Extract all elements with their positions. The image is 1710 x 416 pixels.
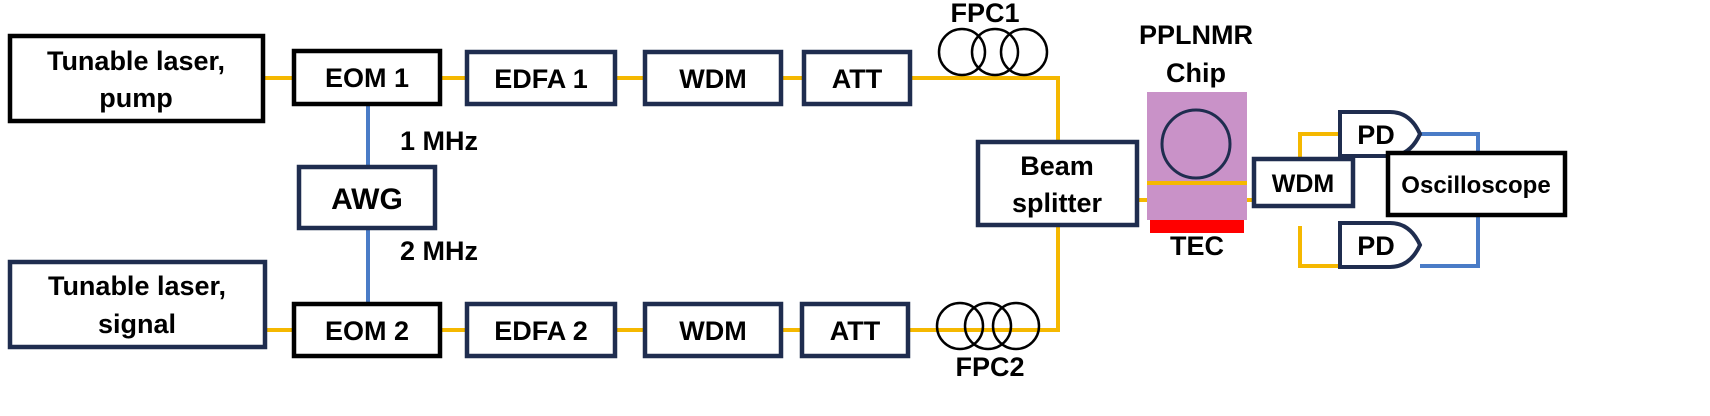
eom2-label: EOM 2	[325, 316, 409, 346]
fpc2-label: FPC2	[955, 352, 1024, 382]
att-top-box: ATT	[801, 49, 913, 107]
att-bottom-box: ATT	[799, 301, 911, 359]
wdm-out-box: WDM	[1251, 156, 1356, 209]
wdm-out-label: WDM	[1272, 170, 1334, 198]
tec-plate	[1150, 220, 1244, 233]
awg-box: AWG	[296, 164, 438, 231]
chip-title-line2: Chip	[1166, 58, 1226, 88]
pd-top: PD	[1338, 110, 1423, 158]
pplnmr-chip	[1147, 92, 1247, 220]
wdm-bottom-label: WDM	[679, 316, 746, 346]
beam-splitter-label-line1: Beam	[1020, 151, 1094, 181]
beam-splitter-box: Beam splitter	[975, 139, 1140, 228]
eom1-label: EOM 1	[325, 63, 409, 93]
wdm-top-box: WDM	[642, 49, 784, 107]
fiber-att-to-beam-splitter	[910, 76, 1060, 142]
pd-top-label: PD	[1357, 120, 1395, 150]
electrical-connections	[366, 104, 1480, 304]
oscilloscope-box: Oscilloscope	[1385, 150, 1568, 218]
signal-pd-top-to-scope	[1420, 132, 1480, 152]
frequency-2mhz-label: 2 MHz	[400, 236, 478, 266]
chip-title-line1: PPLNMR	[1139, 20, 1253, 50]
laser-pump-label-line1: Tunable laser,	[47, 46, 225, 76]
laser-signal-label-line2: signal	[98, 309, 176, 339]
att-bottom-label: ATT	[830, 316, 881, 346]
fpc1-coils-icon	[937, 27, 1049, 77]
awg-label: AWG	[331, 183, 403, 216]
wdm-bottom-box: WDM	[642, 301, 784, 359]
signal-pd-bottom-to-scope	[1420, 216, 1480, 268]
microring-resonator-icon	[1160, 108, 1232, 180]
eom1-box: EOM 1	[291, 48, 443, 107]
eom2-box: EOM 2	[291, 301, 443, 359]
edfa1-box: EDFA 1	[464, 49, 618, 107]
edfa2-box: EDFA 2	[464, 301, 618, 359]
beam-splitter-label-line2: splitter	[1012, 188, 1103, 218]
laser-signal-label-line1: Tunable laser,	[48, 271, 226, 301]
fpc1-label: FPC1	[950, 0, 1019, 28]
fiber-wdm-to-pd-bottom	[1298, 226, 1340, 268]
fpc2-coils-icon	[935, 301, 1041, 351]
tec-label: TEC	[1170, 231, 1224, 261]
laser-pump-label-line2: pump	[99, 83, 173, 113]
laser-signal: Tunable laser, signal	[7, 259, 268, 350]
fiber-att-to-beam-splitter-bottom	[908, 225, 1060, 332]
att-top-label: ATT	[832, 64, 883, 94]
pd-bottom: PD	[1338, 221, 1423, 269]
edfa2-label: EDFA 2	[494, 316, 588, 346]
laser-pump: Tunable laser, pump	[7, 33, 266, 124]
wdm-top-label: WDM	[679, 64, 746, 94]
pd-bottom-label: PD	[1357, 231, 1395, 261]
frequency-1mhz-label: 1 MHz	[400, 126, 478, 156]
oscilloscope-label: Oscilloscope	[1401, 172, 1550, 199]
edfa1-label: EDFA 1	[494, 64, 588, 94]
